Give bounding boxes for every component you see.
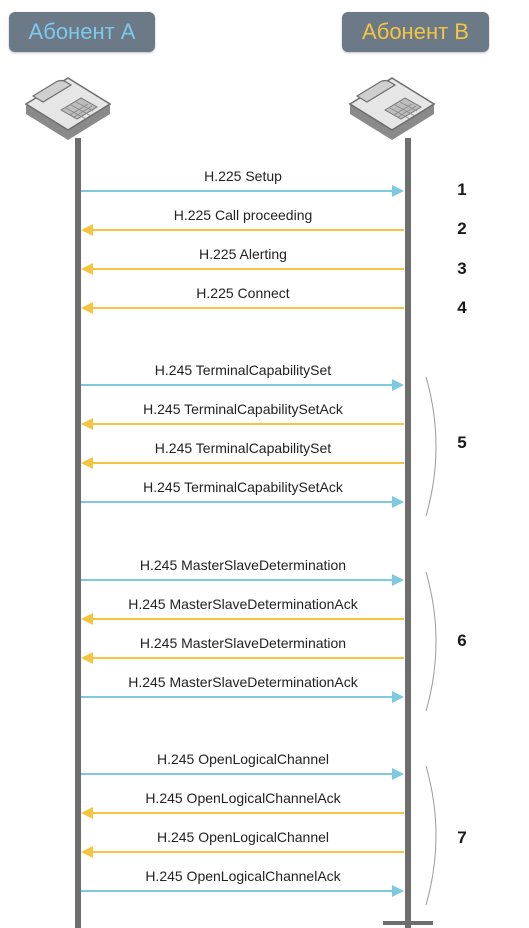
participant-b-box: Абонент В: [342, 12, 489, 52]
message-label: H.225 Call proceeding: [173, 207, 313, 223]
message-arrow: [81, 496, 404, 508]
step-number: 5: [457, 433, 467, 452]
message-arrow: [81, 691, 404, 703]
lifeline-b: [405, 138, 411, 928]
message-arrow: [81, 302, 404, 314]
message-arrow: [81, 418, 404, 430]
telephone-icon: [348, 77, 436, 140]
step-bracket: [425, 376, 437, 517]
lifeline-b-foot: [383, 921, 433, 925]
message-arrow: [81, 846, 404, 858]
message-arrow: [81, 263, 404, 275]
step-bracket: [425, 765, 437, 906]
message-label: H.245 MasterSlaveDeterminationAck: [128, 596, 358, 612]
step-number: 1: [457, 180, 467, 199]
message-label: H.245 TerminalCapabilitySet: [154, 362, 332, 378]
message-label: H.245 MasterSlaveDetermination: [139, 557, 347, 573]
participant-b-label: Абонент В: [362, 19, 469, 44]
message-arrow: [81, 224, 404, 236]
message-label: H.245 TerminalCapabilitySetAck: [143, 479, 343, 495]
message-label: H.245 TerminalCapabilitySetAck: [143, 401, 343, 417]
message-arrow: [81, 807, 404, 819]
message-arrow: [81, 652, 404, 664]
message-label: H.245 OpenLogicalChannel: [156, 751, 329, 767]
message-arrow: [81, 185, 404, 197]
message-label: H.245 TerminalCapabilitySet: [154, 440, 332, 456]
message-arrow: [81, 574, 404, 586]
message-arrow: [81, 885, 404, 897]
participant-a-label: Абонент А: [28, 19, 136, 44]
step-number: 2: [457, 219, 467, 238]
message-label: H.225 Setup: [204, 168, 282, 184]
message-arrow: [81, 613, 404, 625]
message-arrow: [81, 457, 404, 469]
step-number: 4: [457, 298, 467, 317]
message-label: H.245 OpenLogicalChannelAck: [145, 790, 341, 806]
step-number: 7: [457, 828, 467, 847]
participant-a-box: Абонент А: [9, 12, 155, 52]
step-number: 6: [457, 631, 467, 650]
step-number: 3: [457, 259, 467, 278]
message-arrow: [81, 379, 404, 391]
telephone-icon: [24, 77, 112, 140]
message-label: H.245 OpenLogicalChannel: [156, 829, 329, 845]
message-label: H.225 Connect: [196, 285, 290, 301]
message-label: H.245 MasterSlaveDetermination: [139, 635, 347, 651]
step-bracket: [425, 571, 437, 712]
message-label: H.245 OpenLogicalChannelAck: [145, 868, 341, 884]
message-arrow: [81, 768, 404, 780]
message-label: H.225 Alerting: [199, 246, 287, 262]
message-label: H.245 MasterSlaveDeterminationAck: [128, 674, 358, 690]
lifeline-a: [75, 138, 81, 928]
